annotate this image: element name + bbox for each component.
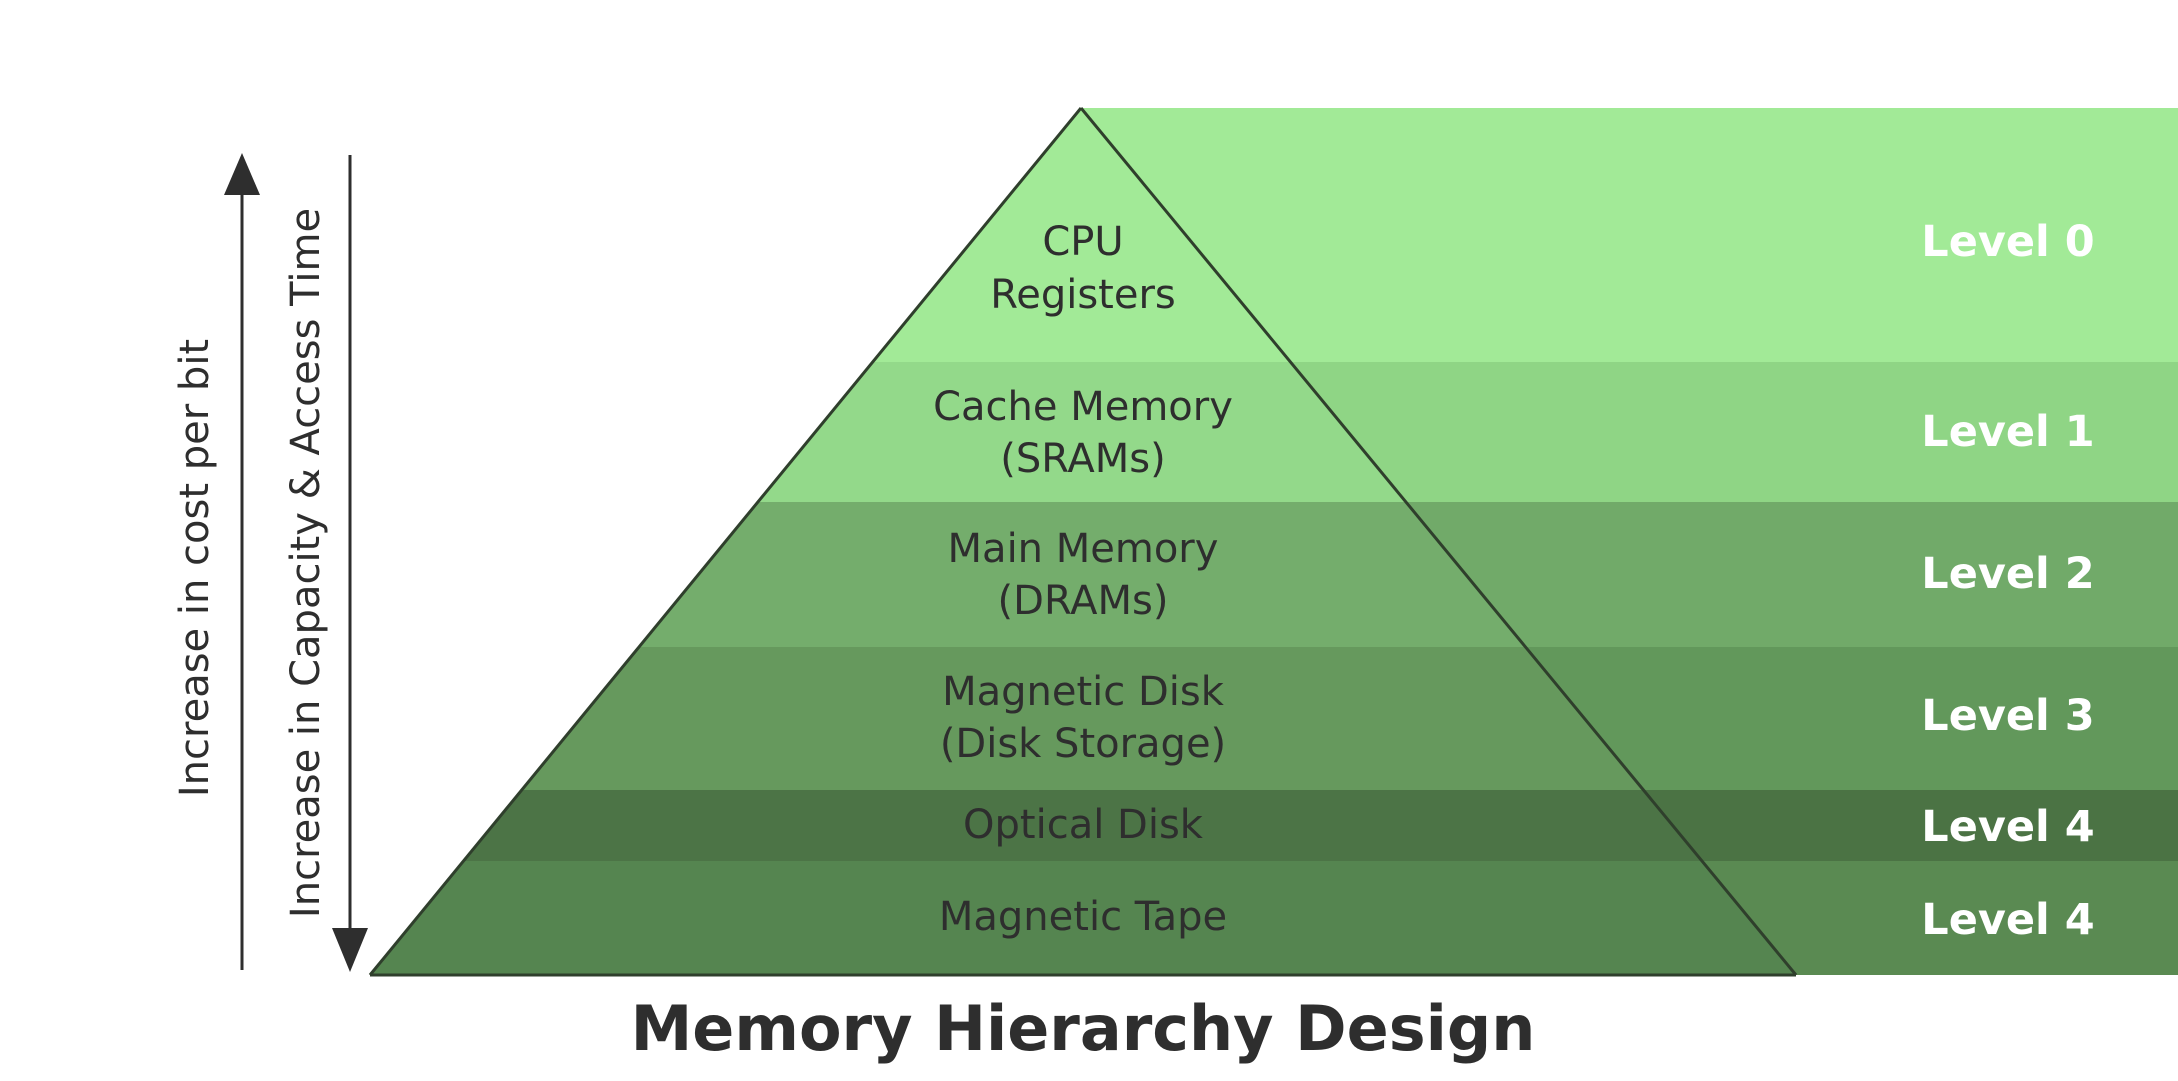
pyramid-left-edge [368,107,1083,976]
tier-label-main-memory: Main Memory [948,526,1219,572]
capacity-axis-label: Increase in Capacity & Access Time [283,208,329,918]
pyramid-tier-magnetic-tape [370,861,1796,975]
diagram-title: Memory Hierarchy Design [631,992,1536,1065]
cost-axis: Increase in cost per bit [172,153,260,970]
arrow-down-icon [332,928,368,972]
tier-label-cache-memory: Cache Memory [933,384,1233,430]
level-labels: Level 0 Level 1 Level 2 Level 3 Level 4 … [1921,217,2094,945]
level-label-3: Level 3 [1921,691,2094,741]
level-label-1: Level 1 [1921,407,2094,457]
level-band-0 [1081,108,2178,362]
tier-label-drams: (DRAMs) [998,578,1169,624]
tier-label-disk-storage: (Disk Storage) [940,721,1226,767]
pyramid-right-edge [1079,107,1798,976]
arrow-up-icon [224,153,260,195]
pyramid-edges [368,107,1798,977]
tier-label-magnetic-disk: Magnetic Disk [942,669,1225,715]
level-label-4-tape: Level 4 [1921,895,2094,945]
capacity-axis: Increase in Capacity & Access Time [283,155,368,972]
tier-label-optical-disk: Optical Disk [963,802,1204,848]
tier-label-cpu: CPU [1042,219,1123,265]
tier-label-srams: (SRAMs) [1000,436,1166,482]
cost-axis-label: Increase in cost per bit [172,339,218,797]
tier-label-registers: Registers [990,272,1176,318]
level-label-4-optical: Level 4 [1921,802,2094,852]
level-label-0: Level 0 [1921,217,2094,267]
tier-label-magnetic-tape: Magnetic Tape [939,894,1227,940]
pyramid-tier-optical-disk [370,790,1796,861]
level-label-2: Level 2 [1921,549,2094,599]
tier-labels: CPU Registers Cache Memory (SRAMs) Main … [933,219,1233,940]
